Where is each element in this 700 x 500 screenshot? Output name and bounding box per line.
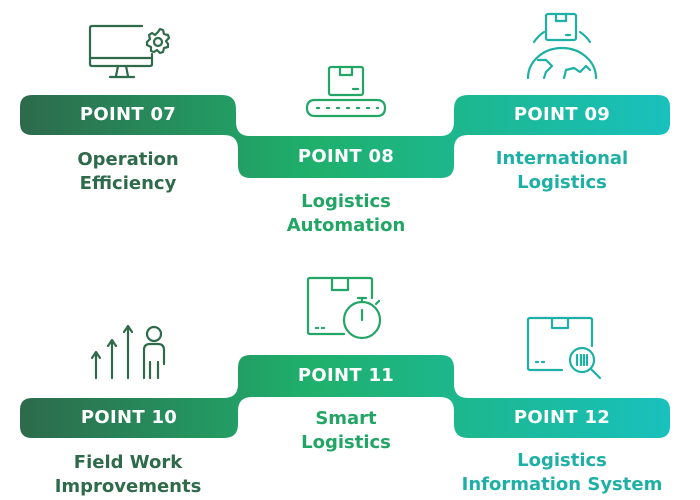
point-10-label: POINT 10 — [80, 407, 178, 428]
bottom-band-shape — [20, 355, 670, 438]
point-07-label: POINT 07 — [79, 104, 177, 125]
point-08-label: POINT 08 — [297, 146, 395, 167]
arrows-person-icon — [90, 322, 170, 386]
point-12-label: POINT 12 — [513, 407, 611, 428]
globe-box-icon — [524, 12, 604, 86]
conveyor-box-icon — [305, 64, 387, 124]
point-09-label: POINT 09 — [513, 104, 611, 125]
top-band-shape — [20, 95, 670, 178]
box-barcode-magnifier-icon — [526, 316, 606, 386]
point-11-label: POINT 11 — [297, 365, 395, 386]
box-stopwatch-icon — [306, 276, 388, 346]
monitor-gear-icon — [88, 22, 174, 86]
